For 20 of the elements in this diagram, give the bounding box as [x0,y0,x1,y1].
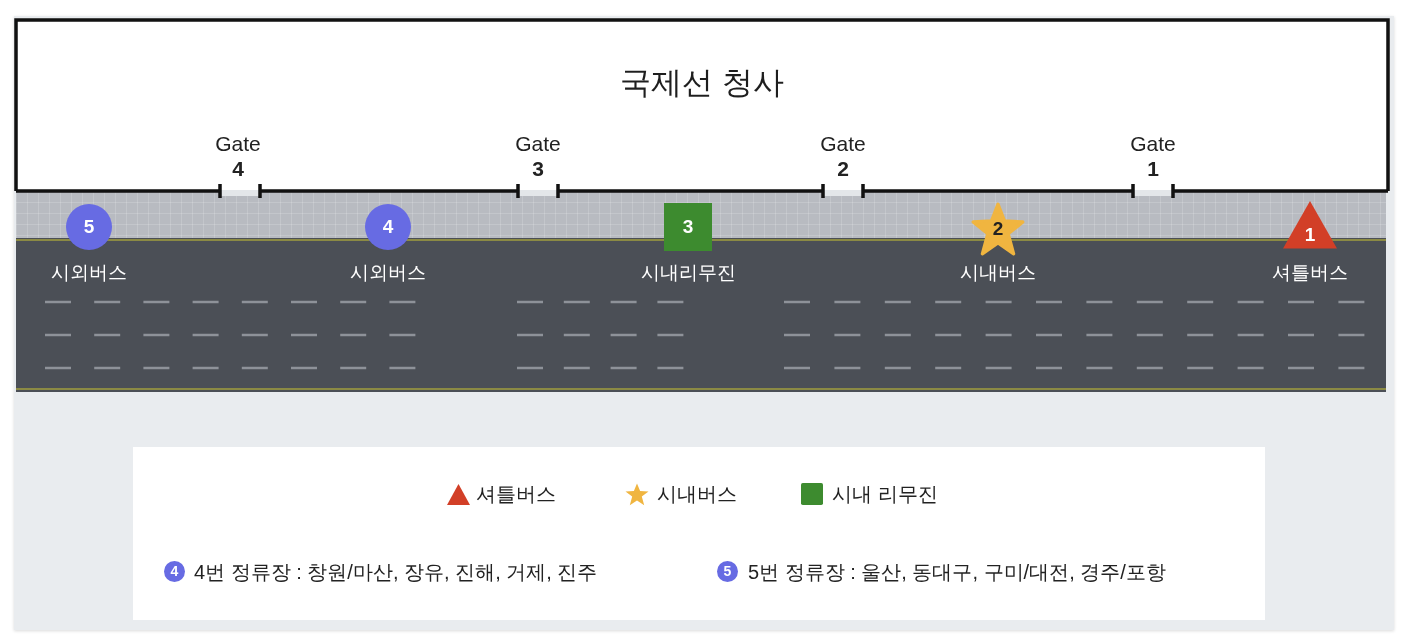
legend-text: 시내버스 [657,482,737,506]
legend-text: 시내 리무진 [832,482,938,506]
stop-destinations: 4번 정류장 : 창원/마산, 장유, 진해, 거제, 진주 [194,560,598,584]
stop-name: 시내리무진 [640,262,736,284]
gate-label: Gate 1 [1130,131,1176,181]
stop-name: 셔틀버스 [1272,262,1348,284]
gate-label: Gate 3 [515,131,561,181]
bus-stop-marker: 2 [971,202,1025,256]
stop-name: 시외버스 [350,262,426,284]
gate-label: Gate 2 [820,131,866,181]
legend-text: 셔틀버스 [476,482,556,506]
bus-stop-marker: 4 [365,204,411,250]
stop-name: 시내버스 [960,262,1036,284]
terminal-building [14,18,1390,199]
bus-stop-marker: 3 [664,203,712,251]
terminal-name: 국제선 청사 [620,64,784,102]
gate-label: Gate 4 [215,131,261,181]
stop-name: 시외버스 [51,262,127,284]
stop-destinations: 5번 정류장 : 울산, 동대구, 구미/대전, 경주/포항 [748,560,1166,584]
bus-stop-marker: 5 [66,204,112,250]
